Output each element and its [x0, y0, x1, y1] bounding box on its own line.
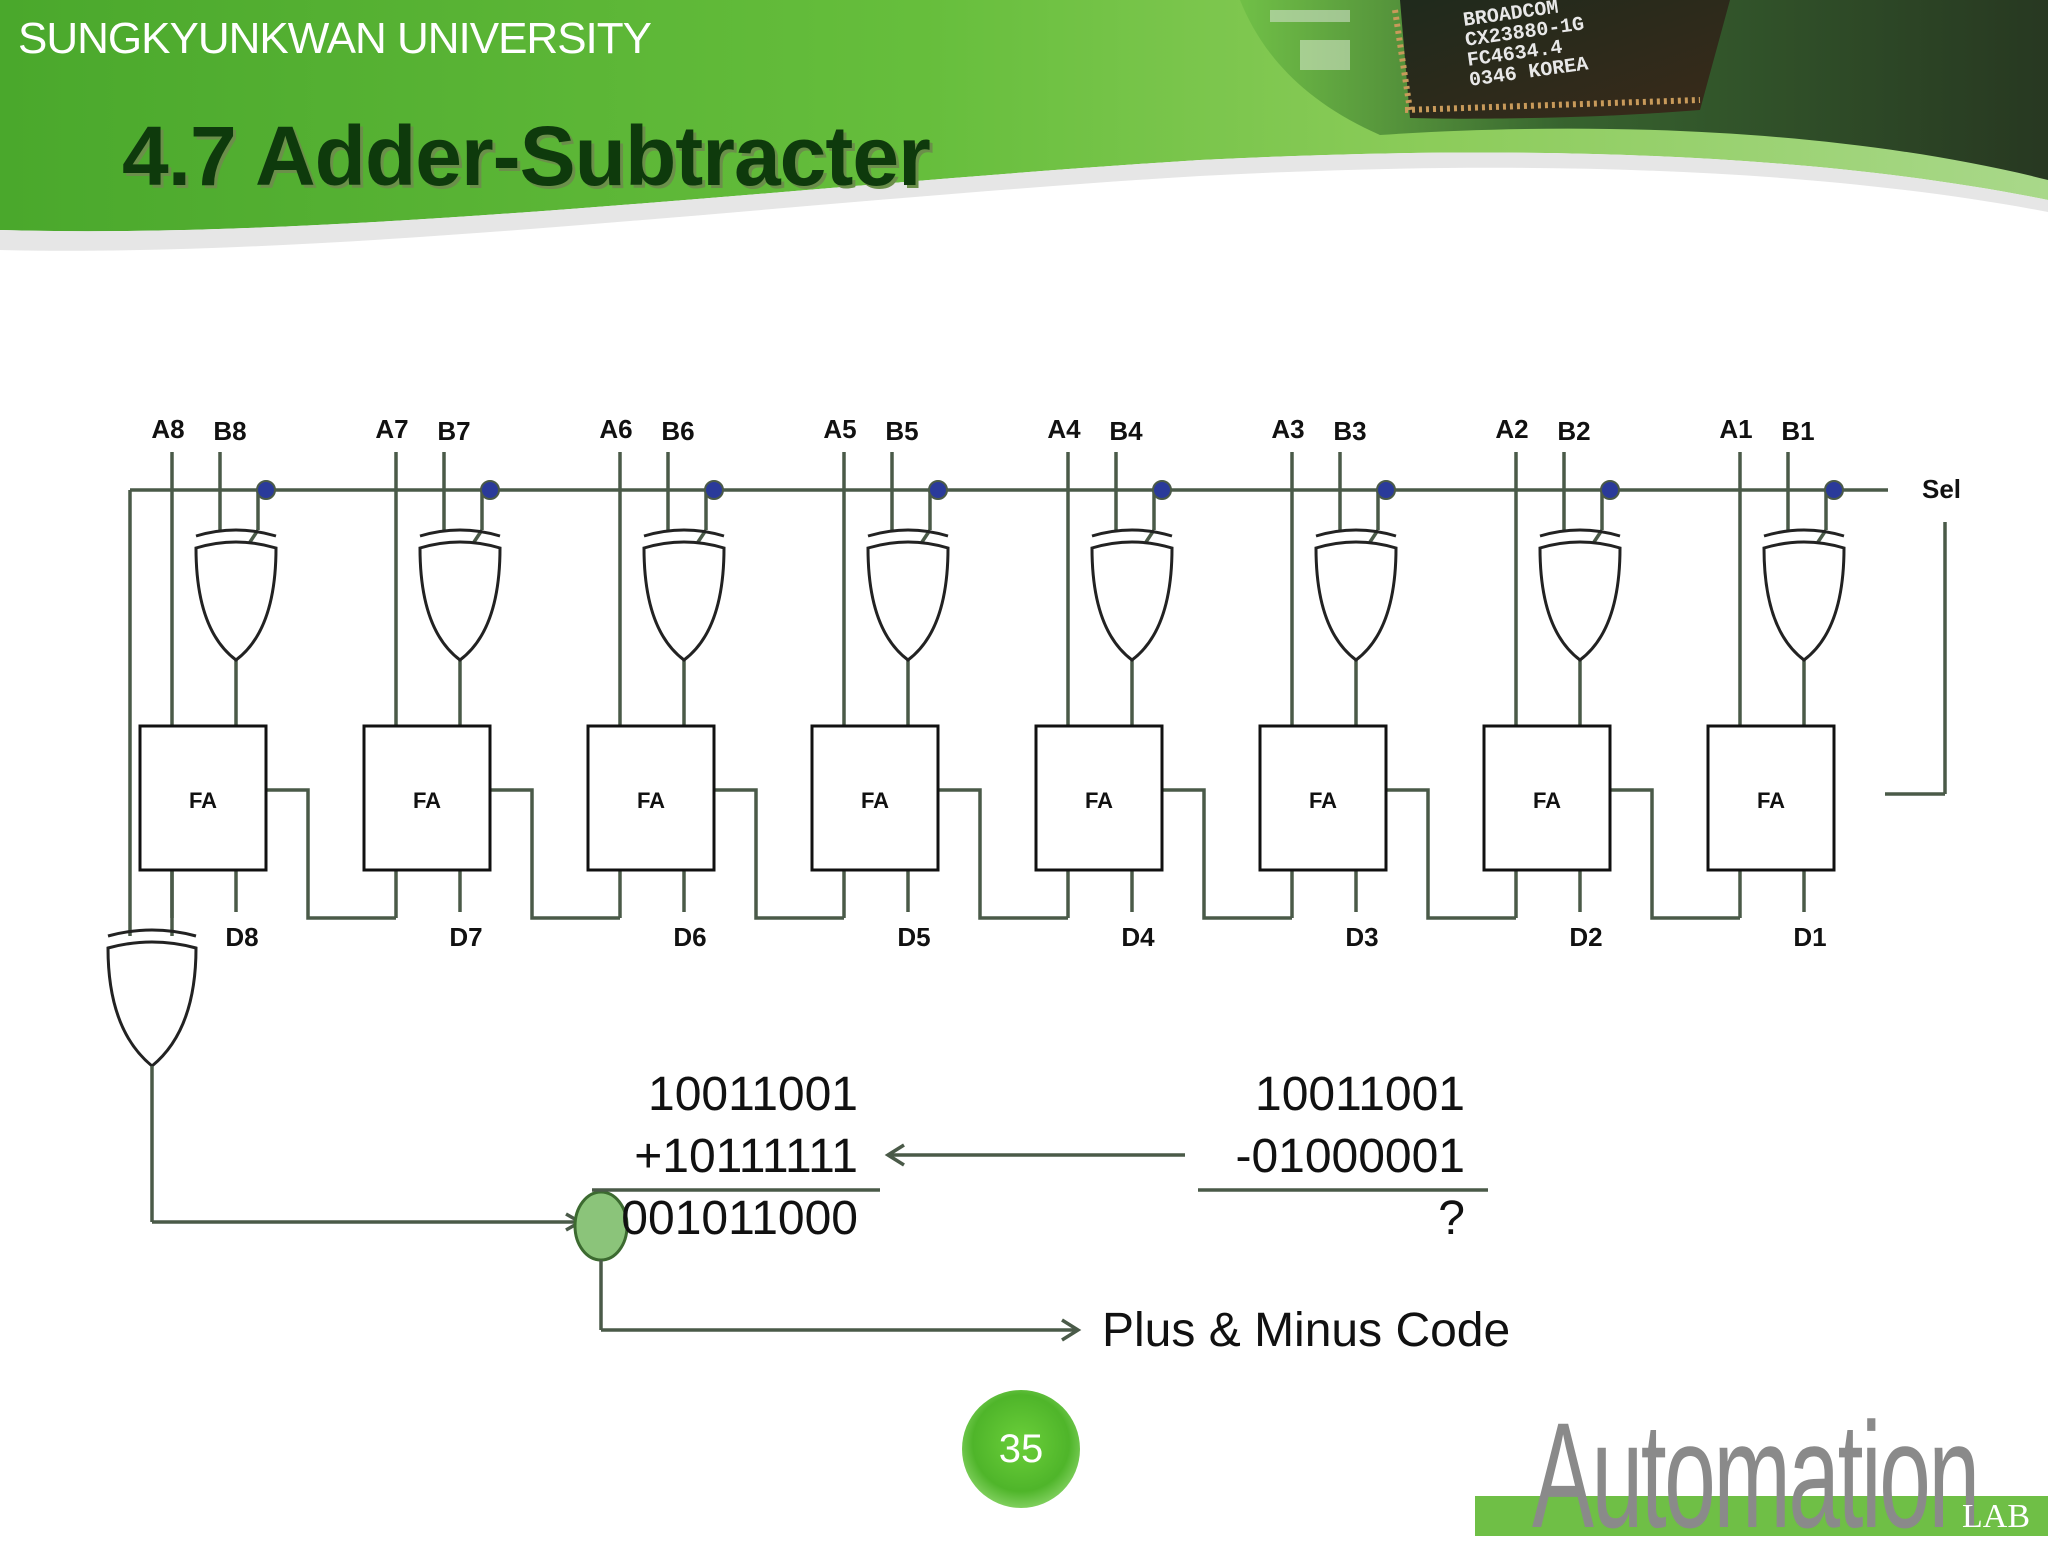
xor-gate-arc	[867, 528, 949, 538]
sel-junction-dot	[1376, 480, 1396, 500]
input-label-a6: A6	[599, 414, 632, 444]
input-label-a1: A1	[1719, 414, 1752, 444]
output-label-d2: D2	[1569, 922, 1602, 952]
input-label-b2: B2	[1557, 416, 1590, 446]
full-adder-box	[1034, 724, 1164, 872]
output-label-d7: D7	[449, 922, 482, 952]
xor-gate	[866, 540, 950, 662]
plus-minus-code-label: Plus & Minus Code	[1102, 1304, 1510, 1357]
full-adder-box	[810, 724, 940, 872]
xor-gate	[418, 540, 502, 662]
full-adder-label: FA	[1533, 788, 1561, 813]
university-name: SUNGKYUNKWAN UNIVERSITY	[18, 14, 652, 63]
full-adder-label: FA	[861, 788, 889, 813]
sel-junction-dot	[928, 480, 948, 500]
xor-gate-arc	[419, 528, 501, 538]
full-adder-label: FA	[637, 788, 665, 813]
input-label-a4: A4	[1047, 414, 1081, 444]
xor-gate-arc	[195, 528, 277, 538]
full-adder-label: FA	[189, 788, 217, 813]
full-adder-box	[1258, 724, 1388, 872]
sel-junction-dot	[1152, 480, 1172, 500]
xor-gate-arc	[1091, 528, 1173, 538]
addition-block: 10011001 +10111111 001011000	[592, 1068, 880, 1245]
full-adder-box	[1706, 724, 1836, 872]
input-label-b3: B3	[1333, 416, 1366, 446]
input-label-a7: A7	[375, 414, 408, 444]
xor-gate-arc	[1763, 528, 1845, 538]
output-label-d6: D6	[673, 922, 706, 952]
addition-operand-2: +10111111	[634, 1130, 858, 1183]
input-label-a3: A3	[1271, 414, 1304, 444]
input-label-b8: B8	[213, 416, 246, 446]
input-label-b4: B4	[1109, 416, 1143, 446]
subtraction-result: ?	[1438, 1192, 1465, 1245]
sel-junction-dot	[256, 480, 276, 500]
sel-junction-dot	[704, 480, 724, 500]
full-adder-box	[586, 724, 716, 872]
page-number-badge: 35	[962, 1390, 1080, 1508]
xor-gate-arc	[1539, 528, 1621, 538]
input-label-b5: B5	[885, 416, 918, 446]
slide-title: 4.7 Adder-Subtracter	[122, 109, 931, 203]
output-label-d5: D5	[897, 922, 930, 952]
header-banner	[0, 0, 2048, 251]
input-label-b1: B1	[1781, 416, 1814, 446]
input-label-b7: B7	[437, 416, 470, 446]
subtraction-block: 10011001 -01000001 ?	[1198, 1068, 1488, 1245]
subtraction-operand-1: 10011001	[1255, 1068, 1465, 1121]
xor-gate	[1762, 540, 1846, 662]
full-adder-box	[362, 724, 492, 872]
sel-junction-dot	[1824, 480, 1844, 500]
addition-operand-1: 10011001	[648, 1068, 858, 1121]
sel-junction-dot	[480, 480, 500, 500]
output-label-d3: D3	[1345, 922, 1378, 952]
input-label-b6: B6	[661, 416, 694, 446]
output-label-d1: D1	[1793, 922, 1826, 952]
logo-automation-text: Automation	[1532, 1391, 1980, 1559]
overflow-xor-gate	[106, 928, 198, 1068]
output-label-d8: D8	[225, 922, 258, 952]
xor-gate-arc	[643, 528, 725, 538]
input-label-a8: A8	[151, 414, 184, 444]
addition-result: 001011000	[621, 1192, 858, 1245]
input-label-a2: A2	[1495, 414, 1528, 444]
full-adder-label: FA	[413, 788, 441, 813]
carry-highlight-circle	[573, 1190, 629, 1262]
sel-junction-dot	[1600, 480, 1620, 500]
output-label-d4: D4	[1121, 922, 1155, 952]
xor-gate	[1538, 540, 1622, 662]
xor-gate	[1314, 540, 1398, 662]
full-adder-box	[138, 724, 268, 872]
logo-lab-text: LAB	[1962, 1498, 2030, 1535]
input-label-a5: A5	[823, 414, 856, 444]
xor-gate-arc	[1315, 528, 1397, 538]
full-adder-label: FA	[1085, 788, 1113, 813]
xor-gate	[1090, 540, 1174, 662]
xor-gate	[642, 540, 726, 662]
subtraction-operand-2: -01000001	[1235, 1130, 1465, 1183]
sel-label: Sel	[1922, 474, 1961, 504]
xor-gate	[194, 540, 278, 662]
full-adder-label: FA	[1309, 788, 1337, 813]
full-adder-label: FA	[1757, 788, 1785, 813]
full-adder-box	[1482, 724, 1612, 872]
